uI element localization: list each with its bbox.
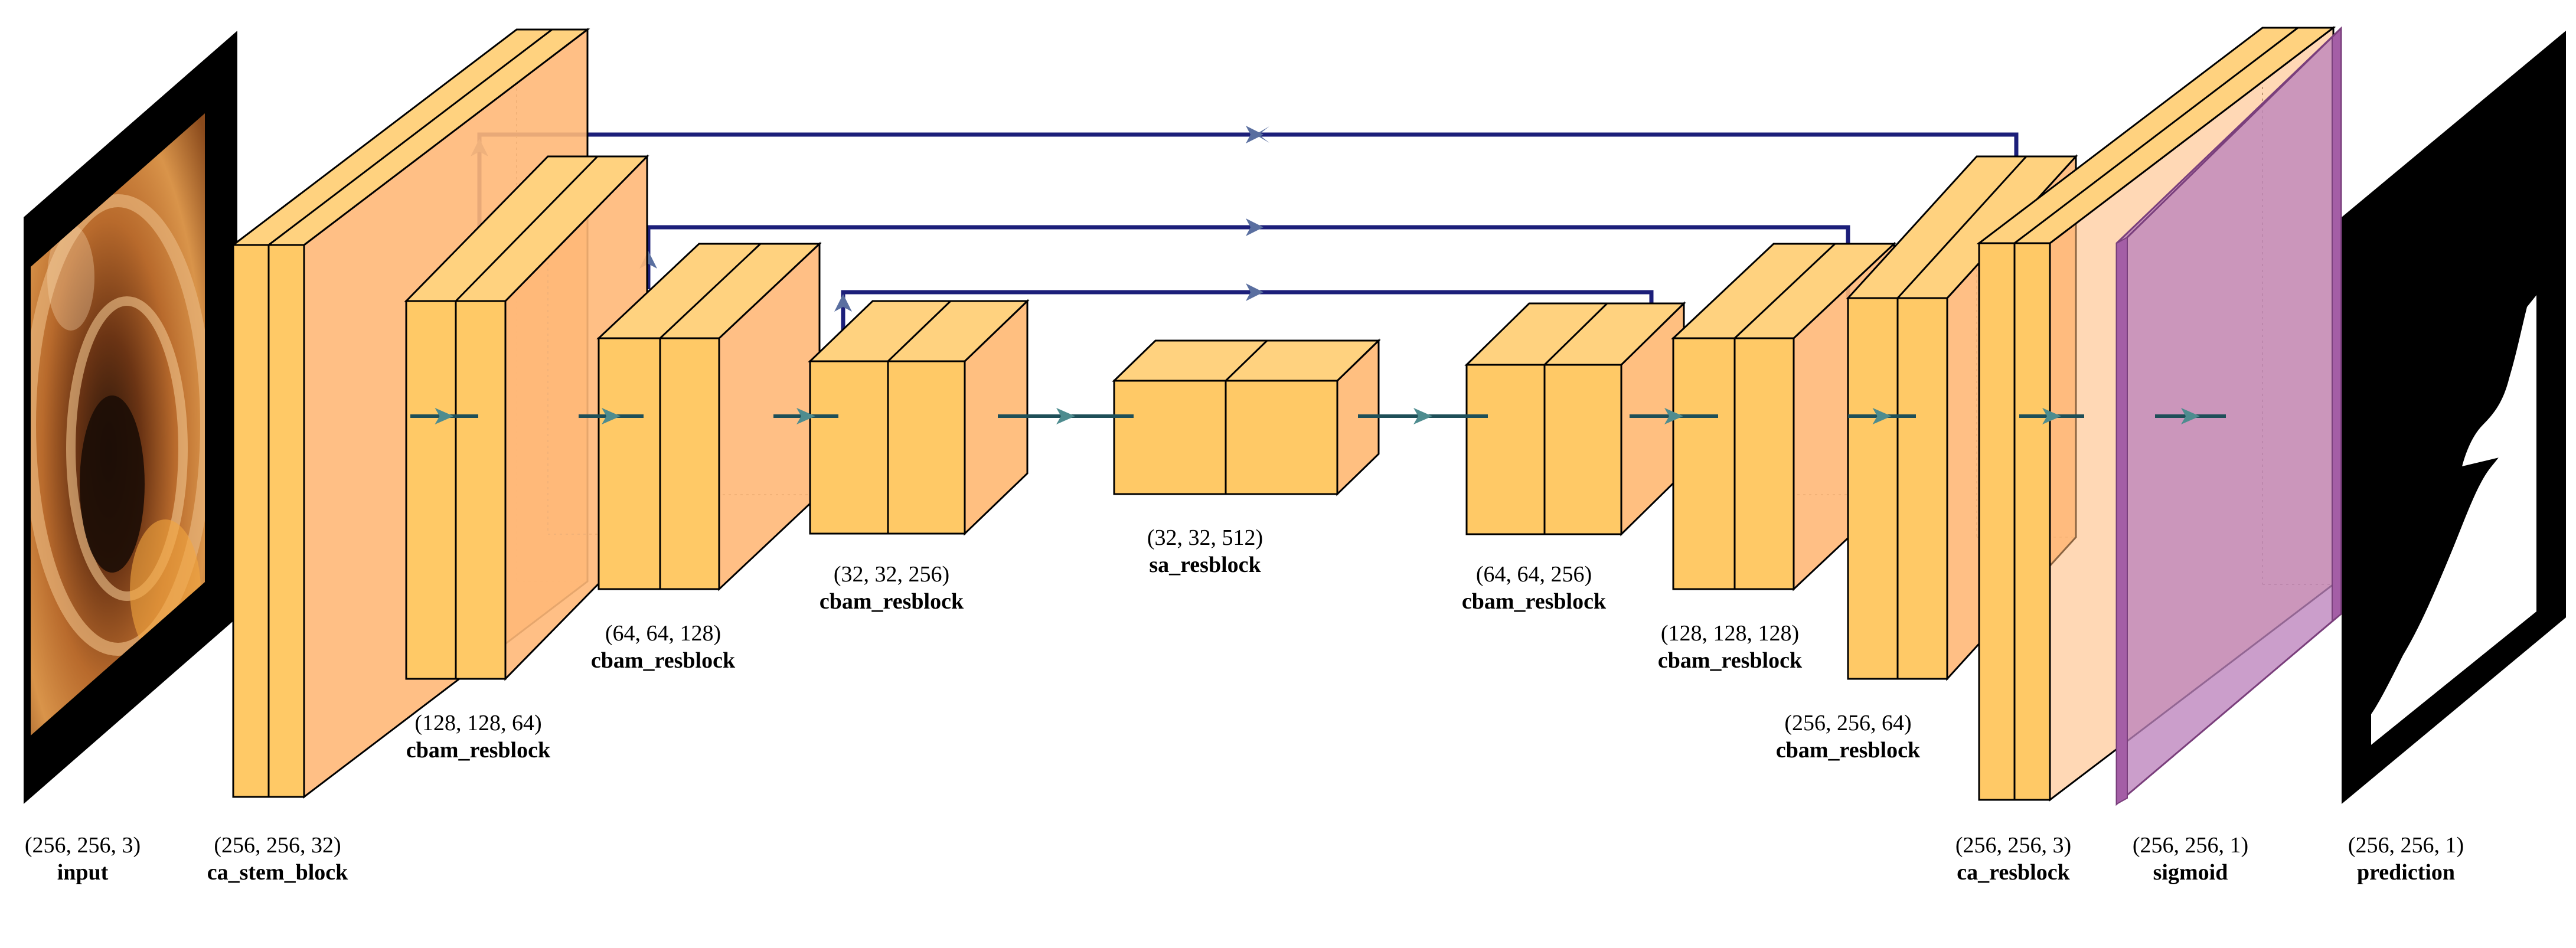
flow-arrow xyxy=(998,408,1134,424)
flow-arrows xyxy=(410,408,2226,424)
flow-arrow xyxy=(1848,408,1916,424)
ca-stem-dims: (256, 256, 32) xyxy=(214,833,341,858)
labels: (256, 256, 3) input (256, 256, 32) ca_st… xyxy=(25,525,2464,885)
input-name: input xyxy=(57,860,109,885)
flow-arrow xyxy=(1358,408,1488,424)
sigmoid-name: sigmoid xyxy=(2153,860,2228,885)
bottleneck-block xyxy=(1112,338,1381,496)
flow-arrow xyxy=(773,408,838,424)
flow-arrow xyxy=(2019,408,2084,424)
enc3-dims: (32, 32, 256) xyxy=(834,562,949,587)
enc3-name: cbam_resblock xyxy=(820,589,964,614)
sigmoid-dims: (256, 256, 1) xyxy=(2133,833,2248,858)
flow-arrow xyxy=(1630,408,1718,424)
flow-arrow xyxy=(579,408,644,424)
flow-arrow xyxy=(410,408,478,424)
enc1-name: cbam_resblock xyxy=(406,738,551,763)
dec1-name: cbam_resblock xyxy=(1776,738,1921,763)
input-dims: (256, 256, 3) xyxy=(25,833,141,858)
dec3-dims: (64, 64, 256) xyxy=(1476,562,1592,587)
prediction-dims: (256, 256, 1) xyxy=(2348,833,2464,858)
input-image xyxy=(24,31,237,804)
bottleneck-name: sa_resblock xyxy=(1149,553,1261,577)
dec3-name: cbam_resblock xyxy=(1462,589,1607,614)
ca-res-dims: (256, 256, 3) xyxy=(1955,833,2071,858)
dec2-name: cbam_resblock xyxy=(1658,648,1803,673)
enc1-dims: (128, 128, 64) xyxy=(414,711,541,735)
enc2-dims: (64, 64, 128) xyxy=(605,621,721,646)
skip-connection-1 xyxy=(477,132,2019,227)
dec3-block xyxy=(1464,301,1686,537)
ca-stem-name: ca_stem_block xyxy=(207,860,348,885)
enc2-name: cbam_resblock xyxy=(591,648,736,673)
sigmoid-block xyxy=(2115,26,2342,806)
dec2-dims: (128, 128, 128) xyxy=(1661,621,1799,646)
prediction-name: prediction xyxy=(2357,860,2455,885)
enc3-block xyxy=(808,299,1030,536)
prediction-mask xyxy=(2342,31,2566,804)
bottleneck-dims: (32, 32, 512) xyxy=(1147,525,1263,550)
dec1-dims: (256, 256, 64) xyxy=(1784,711,1911,735)
enc2-block xyxy=(596,241,822,591)
ca-res-name: ca_resblock xyxy=(1957,860,2070,885)
flow-arrow xyxy=(2155,408,2226,424)
